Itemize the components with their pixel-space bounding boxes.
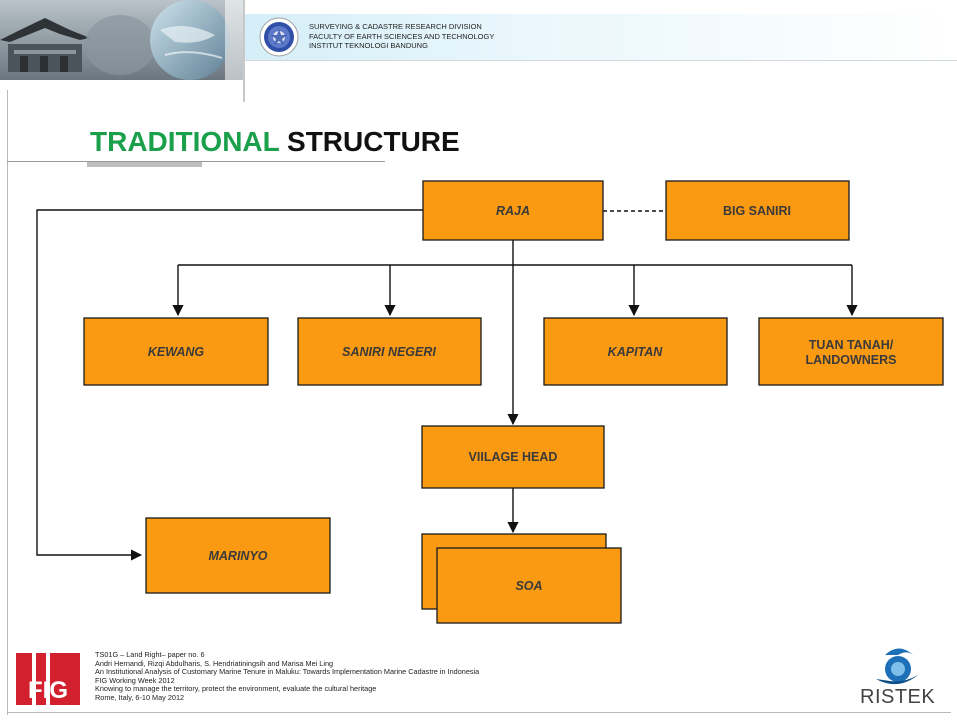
node-marinyo: MARINYO	[145, 517, 331, 594]
node-kapitan: KAPITAN	[543, 317, 728, 386]
title-part-traditional: TRADITIONAL	[90, 126, 280, 157]
header-photo-collage	[0, 0, 245, 80]
ristek-logo-icon	[876, 648, 918, 685]
footer-citation: TS01G – Land Right– paper no. 6 Andri He…	[95, 650, 480, 703]
header-line-2: FACULTY OF EARTH SCIENCES AND TECHNOLOGY	[309, 31, 495, 41]
fig-logo-icon: FIG	[14, 651, 82, 707]
footer-line-1: TS01G – Land Right– paper no. 6	[95, 650, 205, 659]
footer-line-3: An Institutional Analysis of Customary M…	[95, 667, 480, 677]
header-line-1: SURVEYING & CADASTRE RESEARCH DIVISION	[309, 22, 482, 31]
node-kewang: KEWANG	[83, 317, 269, 386]
title-underline	[7, 161, 385, 162]
node-marinyo-label: MARINYO	[208, 549, 267, 563]
node-saniri-negeri-label: SANIRI NEGERI	[342, 345, 436, 359]
node-village-head-label: VIILAGE HEAD	[469, 450, 558, 464]
page-title: TRADITIONAL STRUCTURE	[90, 126, 460, 158]
node-raja: RAJA	[422, 180, 604, 241]
footer-line-2: Andri Hernandi, Rizqi Abdulharis, S. Hen…	[95, 658, 334, 668]
header-rule	[245, 60, 957, 61]
footer-line-6: Rome, Italy, 6-10 May 2012	[95, 692, 185, 702]
node-soa: SOA	[421, 533, 622, 624]
node-tuan-tanah: TUAN TANAH/ LANDOWNERS	[758, 317, 944, 386]
title-underline-accent	[87, 162, 202, 167]
header-band	[245, 14, 957, 60]
fig-logo-text: FIG	[28, 677, 68, 704]
connector-lines	[36, 209, 858, 561]
node-kewang-label: KEWANG	[148, 345, 205, 359]
header-banner: SURVEYING & CADASTRE RESEARCH DIVISION F…	[0, 0, 957, 102]
footer-line-4: FIG Working Week 2012	[95, 675, 175, 685]
node-soa-label: SOA	[515, 579, 542, 593]
slide-border-bottom	[7, 712, 951, 713]
slide-border-left	[7, 90, 8, 715]
node-village-head: VIILAGE HEAD	[421, 425, 605, 489]
header-divider	[243, 0, 245, 102]
title-part-structure: STRUCTURE	[287, 126, 460, 157]
node-big-saniri-label: BIG SANIRI	[723, 204, 791, 218]
node-big-saniri: BIG SANIRI	[665, 180, 850, 241]
header-line-3: INSTITUT TEKNOLOGI BANDUNG	[309, 41, 428, 50]
itb-seal-icon	[259, 17, 299, 57]
ristek-logo-text: RISTEK	[860, 686, 936, 708]
node-raja-label: RAJA	[496, 204, 530, 218]
raja-to-marinyo-line	[36, 209, 423, 561]
node-saniri-negeri: SANIRI NEGERI	[297, 317, 482, 386]
footer-line-5: Knowing to manage the territory, protect…	[95, 684, 377, 694]
node-tuan-tanah-label-2: LANDOWNERS	[806, 353, 897, 367]
node-kapitan-label: KAPITAN	[608, 345, 664, 359]
header-institution-text: SURVEYING & CADASTRE RESEARCH DIVISION F…	[309, 22, 494, 51]
node-tuan-tanah-label-1: TUAN TANAH/	[809, 338, 894, 352]
